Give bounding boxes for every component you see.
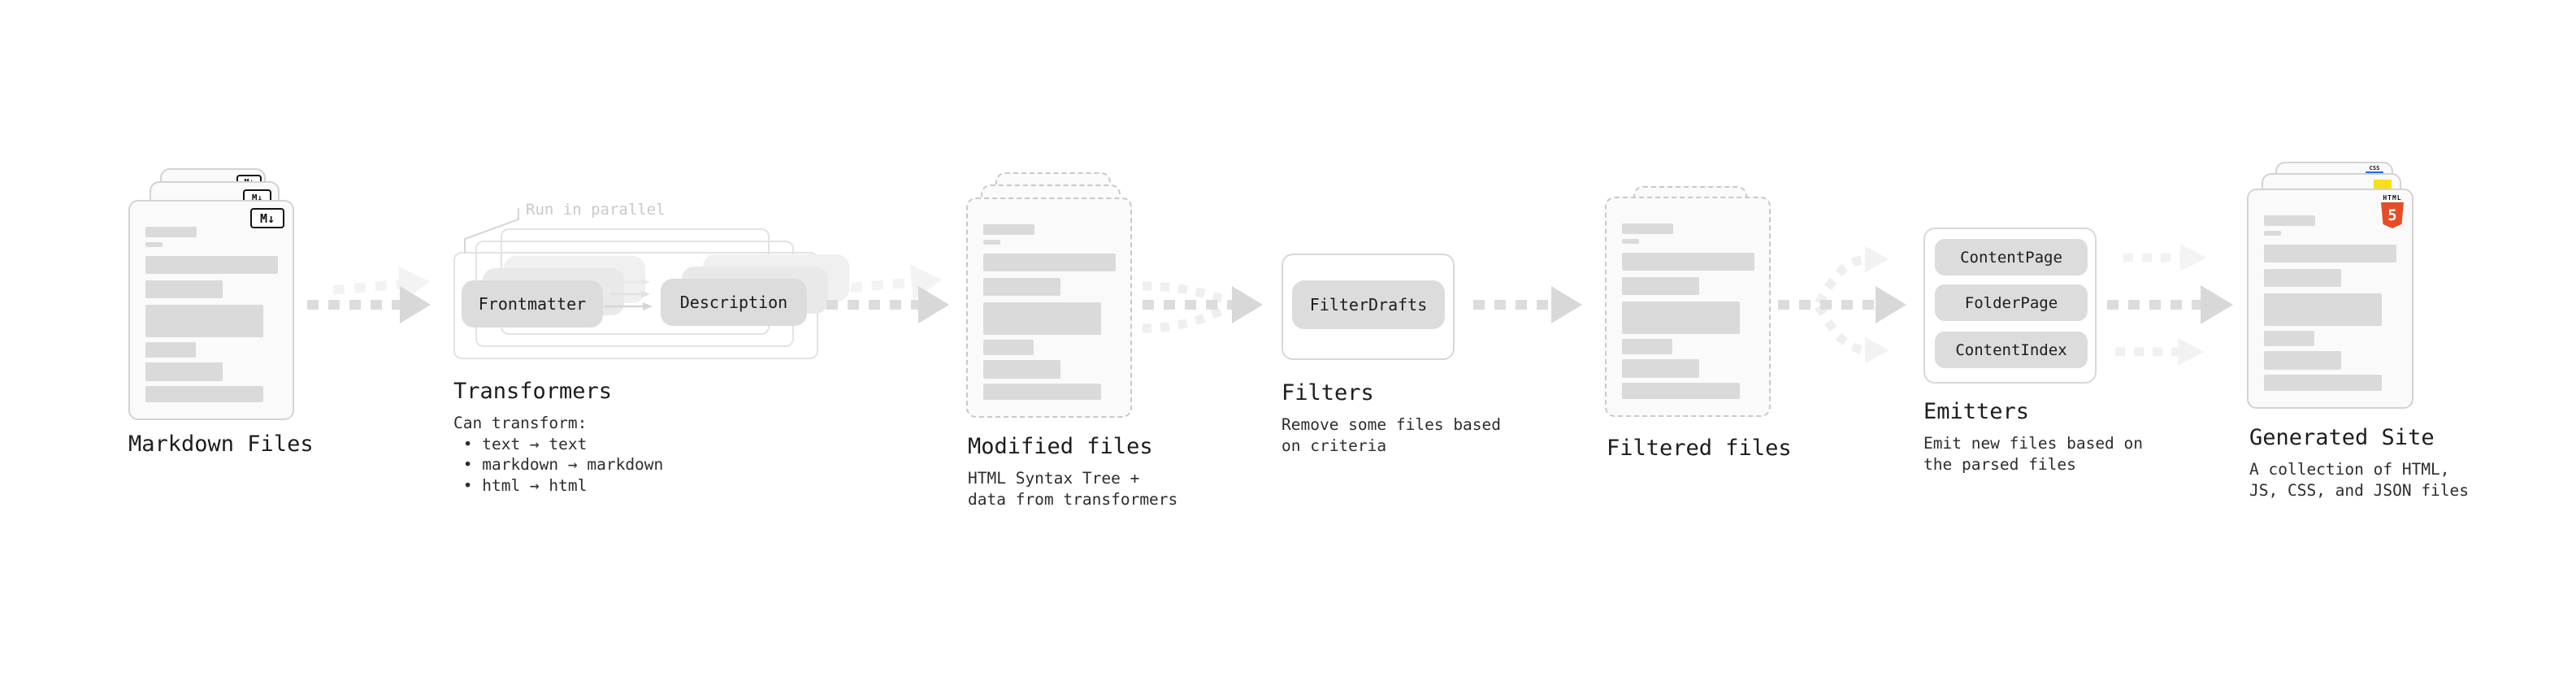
doc-bar [145,386,263,402]
doc-bar [1622,223,1673,234]
desc-line: • html → html [453,475,588,495]
transformer-frontmatter-pill: Frontmatter [462,280,603,327]
css-icon: CSS [2366,166,2383,174]
desc-line: on criteria [1281,436,1387,455]
doc-bar [2264,351,2341,370]
doc-bar [1622,339,1672,354]
modified-files-description: HTML Syntax Tree + data from transformer… [968,468,1177,510]
arrow-transformers-to-modified [826,264,949,323]
doc-bar [2264,331,2314,346]
stage-label-filters: Filters [1281,380,1374,406]
desc-line: JS, CSS, and JSON files [2249,480,2470,500]
doc-bar [2264,269,2341,287]
doc-bar [2264,215,2315,226]
emitter-contentindex-pill: ContentIndex [1935,332,2088,368]
doc-bar [145,362,223,381]
desc-line: the parsed files [1923,454,2076,474]
callout-line [464,208,519,254]
doc-bar [145,305,263,337]
doc-bar [145,280,223,298]
doc-bar [983,278,1060,296]
desc-line: A collection of HTML, [2249,460,2450,479]
desc-line: HTML Syntax Tree + [968,469,1140,488]
html5-label: HTML [2383,194,2402,202]
transformer-description-pill: Description [661,279,807,326]
desc-line: data from transformers [968,489,1178,509]
emitter-contentpage-pill: ContentPage [1935,239,2088,275]
run-in-parallel-note: Run in parallel [526,201,666,219]
doc-bar [983,240,1000,245]
arrow-filtered-to-emitters [1778,246,1906,363]
doc-content-placeholder [145,227,293,419]
doc-bar [2264,293,2382,326]
css-label: CSS [2369,165,2380,171]
filter-drafts-pill: FilterDrafts [1292,280,1445,329]
stage-label-modified-files: Modified files [968,434,1153,459]
html5-number: 5 [2387,206,2397,224]
filters-description: Remove some files based on criteria [1281,414,1501,456]
html5-icon: HTML 5 [2379,194,2405,228]
doc-bar [2264,231,2281,236]
emitters-description: Emit new files based on the parsed files [1923,433,2143,475]
doc-bar [145,342,196,358]
filtered-doc-front [1605,197,1771,417]
stage-label-markdown-files: Markdown Files [128,432,314,457]
doc-bar [1622,301,1740,334]
desc-line: • markdown → markdown [453,455,664,474]
doc-bar [983,360,1060,379]
doc-bar [145,242,163,247]
doc-bar [1622,253,1754,271]
markdown-icon: M↓ [250,208,284,228]
generated-site-description: A collection of HTML, JS, CSS, and JSON … [2249,459,2469,501]
emitter-folderpage-pill: FolderPage [1935,284,2088,321]
transformers-description: Can transform: • text → text • markdown … [453,413,663,496]
doc-bar [1622,277,1699,295]
stage-label-transformers: Transformers [453,379,613,404]
stage-label-filtered-files: Filtered files [1607,436,1792,461]
doc-bar [2264,245,2396,262]
markdown-doc-front: M↓ [128,200,294,420]
doc-bar [983,224,1034,235]
doc-bar [1622,239,1639,244]
doc-bar [983,340,1034,355]
doc-bar [145,227,197,237]
doc-bar [1622,359,1699,378]
doc-bar [983,384,1101,400]
markdown-files-stack: M↓ M↓ M↓ [128,162,323,430]
arrow-modified-to-filters [1142,281,1263,333]
stage-label-emitters: Emitters [1923,399,2030,424]
parallel-arrows-icon [604,278,653,310]
arrow-filters-to-filtered [1473,286,1582,323]
generated-doc-html: HTML 5 [2247,189,2413,409]
doc-bar [983,302,1101,335]
desc-line: • text → text [453,434,588,453]
filtered-files-stack [1605,186,1780,430]
doc-bar [983,254,1116,271]
js-icon [2374,180,2392,189]
doc-bar [1622,383,1740,399]
doc-content-placeholder [1622,223,1769,415]
doc-content-placeholder [2264,215,2412,407]
generated-site-stack: CSS HTML 5 [2247,162,2434,422]
desc-line: Emit new files based on [1923,434,2144,453]
doc-bar [2264,375,2382,391]
desc-line: Remove some files based [1281,415,1502,434]
emitters-box: ContentPage FolderPage ContentIndex [1923,228,2097,384]
transformers-group: Frontmatter Description [453,228,849,359]
filters-box: FilterDrafts [1281,254,1455,360]
modified-files-stack [966,172,1145,432]
desc-line: Can transform: [453,414,588,432]
doc-content-placeholder [983,224,1130,416]
doc-bar [145,256,278,274]
arrow-markdown-to-transformers [307,266,431,323]
arrow-emitters-to-generated [2107,244,2233,366]
modified-doc-front [966,197,1132,418]
stage-label-generated-site: Generated Site [2249,425,2435,450]
